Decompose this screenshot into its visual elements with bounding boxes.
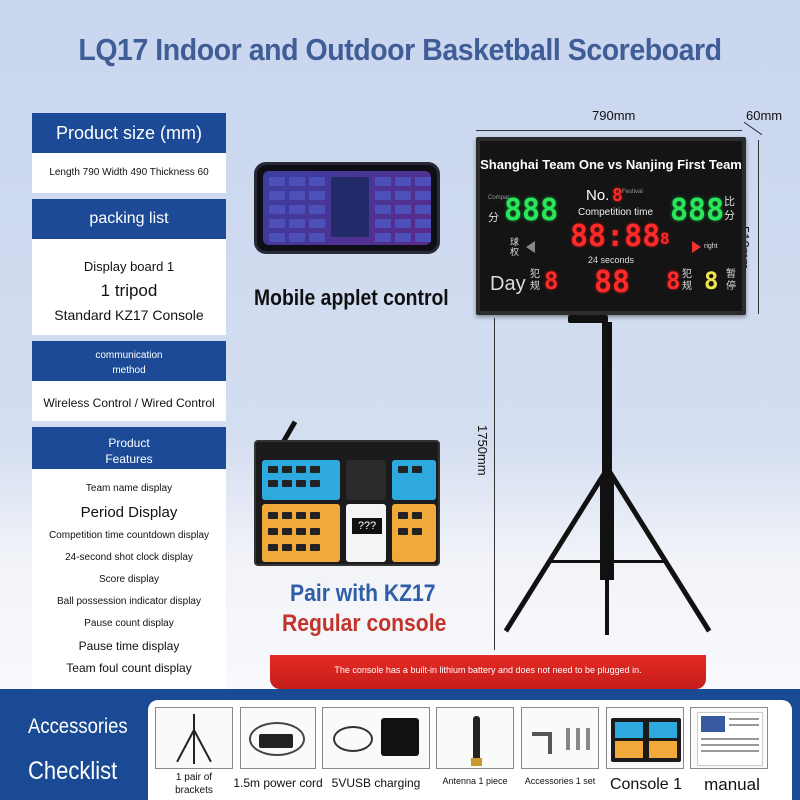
power-cord-icon — [240, 707, 316, 769]
packing-item: Display board 1 — [83, 259, 175, 274]
console-image: ??? — [254, 440, 440, 566]
possession-right-label: right — [704, 243, 718, 250]
console-center-label: ??? — [352, 518, 382, 534]
game-clock: 88:88 — [570, 219, 661, 254]
team-names: Shanghai Team One vs Nanjing First Team — [480, 157, 742, 172]
day-label: Day — [490, 273, 526, 295]
feature-item: Competition time countdown display — [48, 530, 210, 541]
accessory-label: Accessories 1 set — [524, 776, 596, 786]
packing-list-header: packing list — [32, 199, 226, 239]
accessory-label: 1.5m power cord — [233, 776, 323, 790]
features-list: Team name display Period Display Competi… — [32, 469, 226, 689]
width-dimension: 790mm — [592, 108, 636, 123]
feature-item: Pause time display — [78, 639, 180, 653]
thickness-dimension: 60mm — [746, 108, 783, 123]
mobile-phone-image — [254, 162, 440, 254]
feature-item: Team name display — [85, 483, 173, 494]
product-size-value: Length 790 Width 490 Thickness 60 — [32, 153, 226, 193]
accessory-label: Console 1 — [609, 776, 683, 793]
accessory-label: 5VUSB charging — [331, 776, 421, 790]
period-value: 8 — [612, 185, 623, 206]
thickness-dimension-line — [743, 121, 763, 136]
accessory-label: 1 pair of brackets — [175, 772, 213, 796]
communication-header-line: method — [112, 365, 146, 376]
foul-right-count: 8 — [666, 267, 681, 295]
possession-right-arrow-icon — [692, 241, 701, 253]
communication-header: communication method — [32, 341, 226, 381]
packing-list: Display board 1 1 tripod Standard KZ17 C… — [32, 239, 226, 335]
period-small-label: Festival — [622, 189, 643, 195]
tripod-upper-pole — [602, 322, 612, 482]
board-mount — [568, 315, 608, 323]
accessory-label: Antenna 1 piece — [442, 776, 508, 786]
left-score-label: 分 — [488, 212, 499, 224]
shot-clock: 88 — [594, 265, 631, 300]
tripod-icon — [155, 707, 233, 769]
shot-clock-label: 24 seconds — [588, 255, 635, 265]
console-caption-line2: Regular console — [282, 610, 447, 637]
competition-time-label: Competition time — [578, 207, 654, 218]
tripod-brace — [547, 560, 669, 563]
width-dimension-line — [476, 130, 742, 131]
console-icon — [606, 707, 684, 769]
right-score-label: 比分 — [724, 196, 735, 222]
manual-icon — [690, 707, 768, 769]
console-caption-line1: Pair with KZ17 — [290, 580, 436, 607]
feature-item: Team foul count display — [66, 661, 192, 675]
tripod-leg-right — [606, 468, 712, 633]
scoreboard-display: Shanghai Team One vs Nanjing First Team … — [476, 137, 746, 315]
usb-charger-icon — [322, 707, 430, 769]
period-label: No. — [586, 187, 610, 204]
stand-dimension-line — [494, 318, 495, 650]
hardware-set-icon — [521, 707, 599, 769]
packing-item: Standard KZ17 Console — [54, 307, 204, 323]
mobile-control-caption: Mobile applet control — [254, 285, 449, 310]
pause-count: 8 — [704, 267, 719, 295]
feature-item: Period Display — [80, 504, 178, 521]
features-header-line: Features — [105, 452, 153, 466]
packing-item: 1 tripod — [100, 281, 158, 300]
accessories-title: Accessories — [28, 715, 128, 738]
page-title: LQ17 Indoor and Outdoor Basketball Score… — [78, 32, 722, 67]
accessory-label: manual — [704, 775, 760, 794]
tripod-leg-middle — [605, 475, 609, 635]
right-score: 888 — [670, 193, 725, 228]
stand-dimension: 1750mm — [475, 425, 490, 476]
foul-left-label: 犯规 — [530, 269, 540, 292]
height-dimension-line — [758, 140, 759, 314]
possession-left-arrow-icon — [526, 241, 535, 253]
left-score-small-label: Compar — [488, 195, 510, 201]
battery-note-banner: The console has a built-in lithium batte… — [270, 655, 706, 689]
foul-left-count: 8 — [544, 267, 559, 295]
left-score: 888 — [504, 193, 559, 228]
checklist-title: Checklist — [28, 757, 118, 785]
features-header-line: Product — [108, 436, 150, 450]
tripod-leg-left — [503, 468, 609, 633]
pause-label: 暂停 — [726, 269, 736, 292]
product-size-header: Product size (mm) — [32, 113, 226, 153]
communication-header-line: communication — [95, 350, 163, 361]
foul-right-label: 犯规 — [682, 269, 692, 292]
phone-screen — [263, 171, 431, 245]
feature-item: Pause count display — [84, 618, 174, 629]
feature-item: 24-second shot clock display — [65, 552, 193, 563]
antenna-icon — [436, 707, 514, 769]
possession-left-label: 球权 — [510, 237, 520, 257]
feature-item: Ball possession indicator display — [57, 596, 201, 607]
communication-value: Wireless Control / Wired Control — [32, 381, 226, 421]
feature-item: Score display — [98, 574, 160, 585]
features-header: Product Features — [32, 427, 226, 469]
game-clock-tenth: 8 — [660, 229, 670, 248]
